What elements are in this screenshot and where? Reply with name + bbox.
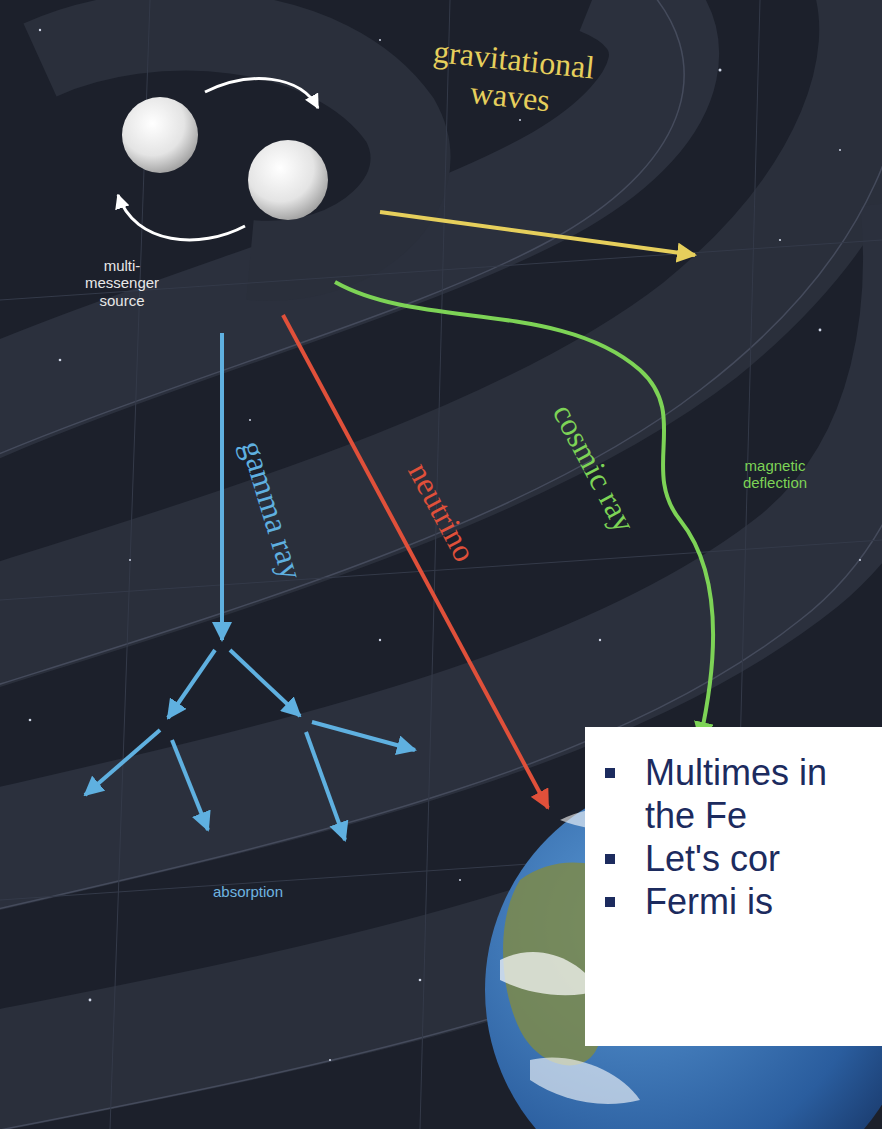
neutrino-arrow xyxy=(283,315,548,808)
bullet-mark xyxy=(605,768,615,778)
bullet-text: Multimes in the Fe xyxy=(645,751,837,837)
messenger-label: cosmic ray xyxy=(545,398,643,538)
star xyxy=(599,639,601,641)
star xyxy=(859,559,861,561)
star xyxy=(329,1059,331,1061)
bullet-row: Fermi is xyxy=(605,880,882,923)
messenger-label: neutrino xyxy=(401,456,484,567)
star xyxy=(719,69,722,72)
grid-line xyxy=(420,0,450,1129)
star xyxy=(129,559,131,561)
effect-label: magnetic deflection xyxy=(725,457,825,492)
spacetime-band xyxy=(40,31,410,261)
star-sphere xyxy=(122,97,198,173)
gamma-ray-arrow xyxy=(220,333,224,640)
gravitational-wave-arrow xyxy=(380,212,695,255)
star xyxy=(39,29,41,31)
messenger-label: gamma ray xyxy=(233,436,310,584)
star xyxy=(459,879,461,881)
orbit-arrow xyxy=(118,195,245,240)
bullet-row: Let's cor xyxy=(605,837,882,880)
bullet-text: Let's cor xyxy=(645,837,837,880)
star xyxy=(89,999,92,1002)
gamma-ray-arrow xyxy=(312,722,415,750)
gamma-ray-arrow xyxy=(172,740,208,830)
star xyxy=(379,39,381,41)
spacetime-band xyxy=(0,200,882,860)
orbit-arrow xyxy=(205,79,318,108)
messenger-label: gravitational waves xyxy=(404,30,621,125)
gamma-ray-arrow xyxy=(306,732,345,840)
cosmic-ray-path xyxy=(335,282,713,740)
bullet-mark xyxy=(605,854,615,864)
star xyxy=(819,329,822,332)
text-panel: Multimes in the FeLet's corFermi is xyxy=(585,727,882,1046)
star xyxy=(779,239,781,241)
star xyxy=(29,719,32,722)
bullet-text: Fermi is xyxy=(645,880,837,923)
gamma-ray-arrow xyxy=(85,730,160,795)
earth-cloud xyxy=(530,1057,640,1104)
star xyxy=(519,119,521,121)
star xyxy=(59,359,62,362)
effect-label: absorption xyxy=(213,883,283,900)
gamma-ray-arrow xyxy=(168,650,215,718)
source-label: multi-messenger source xyxy=(70,257,174,309)
stars xyxy=(29,29,861,1061)
gamma-ray-arrow xyxy=(230,650,300,716)
gamma-ray-arrows xyxy=(85,333,415,840)
star xyxy=(839,149,841,151)
star-sphere xyxy=(248,140,328,220)
star xyxy=(249,419,251,421)
star xyxy=(419,979,422,982)
bullet-row: Multimes in the Fe xyxy=(605,751,882,837)
bullet-mark xyxy=(605,897,615,907)
star xyxy=(379,639,381,641)
